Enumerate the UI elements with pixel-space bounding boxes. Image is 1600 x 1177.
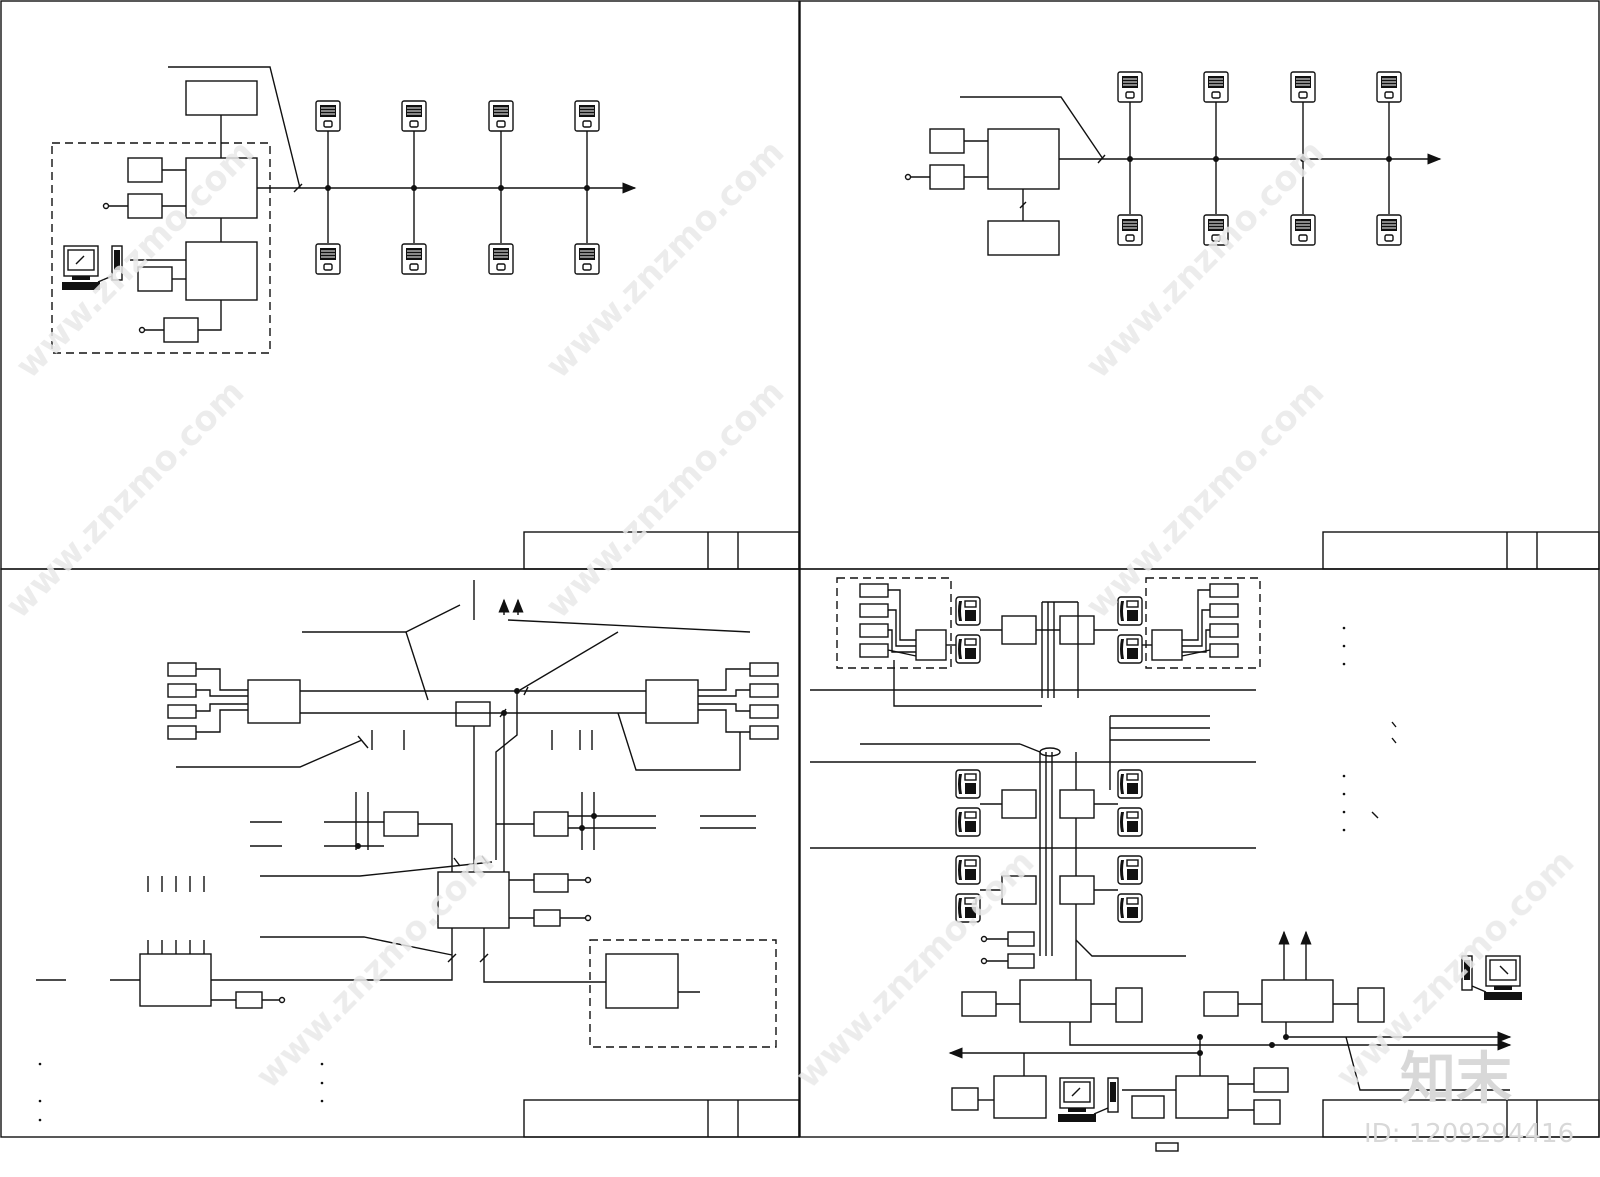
control-room-boundary bbox=[589, 939, 777, 1048]
phone-icon bbox=[955, 769, 981, 799]
speaker-icon bbox=[315, 100, 341, 132]
watermark-text: www.znzmo.com bbox=[538, 372, 792, 626]
speaker-icon bbox=[488, 100, 514, 132]
speaker-icon bbox=[1203, 71, 1229, 103]
speaker-icon bbox=[1117, 71, 1143, 103]
control-room-boundary bbox=[51, 142, 271, 354]
note-bullets bbox=[38, 1062, 324, 1122]
speaker-icon bbox=[401, 243, 427, 275]
speaker-drops bbox=[315, 100, 600, 275]
watermark-text: www.znzmo.com bbox=[1078, 132, 1332, 386]
sheet-3-network-system bbox=[36, 580, 1523, 1122]
sheet-4-intercom-system bbox=[810, 577, 1512, 1152]
note-bullets bbox=[1342, 626, 1397, 832]
speaker-icon bbox=[1117, 214, 1143, 246]
speaker-icon bbox=[574, 243, 600, 275]
brand-mark: 知末 ID: 1209294416 bbox=[1364, 1047, 1574, 1149]
phone-icon bbox=[955, 807, 981, 837]
watermark-text: www.znzmo.com bbox=[0, 372, 252, 626]
watermark-text: www.znzmo.com bbox=[248, 842, 502, 1096]
watermark-text: www.znzmo.com bbox=[788, 842, 1042, 1096]
phone-icon bbox=[955, 634, 981, 664]
speaker-icon bbox=[1290, 71, 1316, 103]
speaker-icon bbox=[315, 243, 341, 275]
sheet-frames bbox=[0, 0, 1600, 1138]
speaker-icon bbox=[1290, 214, 1316, 246]
brand-logo: 知末 bbox=[1400, 1047, 1512, 1112]
phone-icon bbox=[1117, 807, 1143, 837]
speaker-icon bbox=[1376, 214, 1402, 246]
group-boundary bbox=[1145, 577, 1261, 669]
speaker-icon bbox=[574, 100, 600, 132]
speaker-icon bbox=[401, 100, 427, 132]
phone-icon bbox=[955, 596, 981, 626]
sheet-2-broadcast-system bbox=[904, 71, 1442, 256]
sheet-1-broadcast-system bbox=[51, 66, 637, 354]
phone-icon bbox=[1117, 634, 1143, 664]
speaker-icon bbox=[1376, 71, 1402, 103]
workstation-icon bbox=[1057, 1077, 1119, 1123]
speaker-icon bbox=[488, 243, 514, 275]
host-box bbox=[185, 241, 258, 301]
phone-icon bbox=[1117, 769, 1143, 799]
title-blocks bbox=[523, 531, 1600, 1138]
device-box bbox=[185, 80, 258, 116]
phone-icon bbox=[1117, 893, 1143, 923]
speaker-drops bbox=[1117, 71, 1402, 246]
watermark-text: www.znzmo.com bbox=[1078, 372, 1332, 626]
image-id: ID: 1209294416 bbox=[1364, 1119, 1574, 1149]
phone-icon bbox=[1117, 855, 1143, 885]
